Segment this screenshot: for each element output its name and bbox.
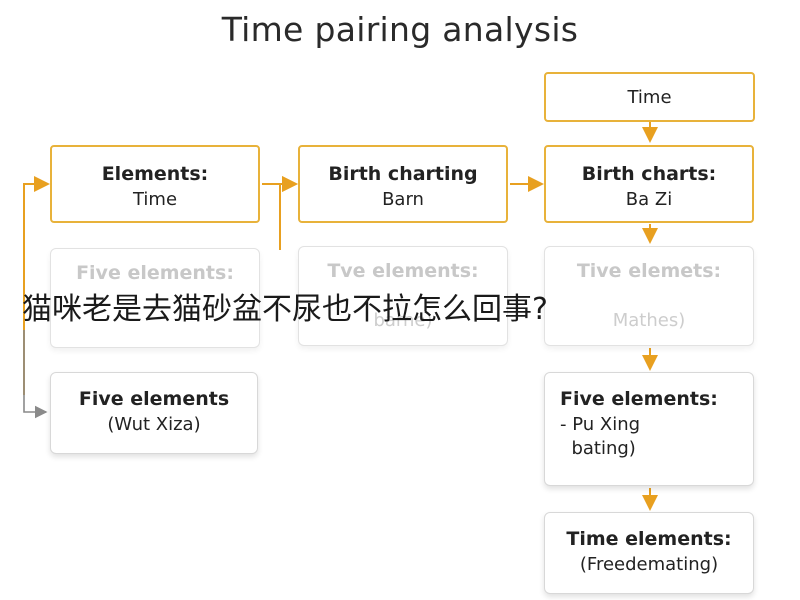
five-wut-sub: (Wut Xiza) bbox=[107, 413, 201, 435]
elements-time-box: Elements: Time bbox=[50, 145, 260, 223]
birth-charting-title: Birth charting bbox=[328, 163, 478, 185]
overlay-caption: 猫咪老是去猫砂盆不尿也不拉怎么回事? bbox=[22, 292, 548, 327]
faded-right-box: Tive elemets: Mathes) bbox=[544, 246, 754, 346]
birth-charting-box: Birth charting Barn bbox=[298, 145, 508, 223]
arrow-into-elements-time bbox=[23, 176, 50, 395]
time-elements-title: Time elements: bbox=[566, 528, 732, 550]
five-pu-title: Five elements: bbox=[560, 388, 718, 410]
birth-charts-sub: Ba Zi bbox=[625, 188, 673, 210]
time-elements-sub: (Freedemating) bbox=[579, 553, 719, 575]
five-elements-wut-box: Five elements (Wut Xiza) bbox=[50, 372, 258, 454]
birth-charting-sub: Barn bbox=[382, 188, 424, 210]
faded-right-sub: Mathes) bbox=[612, 309, 686, 331]
faded-mid-title: Tve elements: bbox=[327, 260, 479, 282]
elements-time-title: Elements: bbox=[101, 163, 209, 185]
arrow-into-five-wut bbox=[23, 330, 48, 419]
faded-mid-sub: barne) bbox=[373, 309, 433, 331]
arrow-into-birth-charting bbox=[279, 176, 298, 250]
birth-charts-box: Birth charts: Ba Zi bbox=[544, 145, 754, 223]
faded-right-title: Tive elemets: bbox=[576, 260, 722, 282]
faded-left-title: Five elements: bbox=[76, 262, 234, 284]
elements-time-sub: Time bbox=[132, 188, 178, 210]
five-elements-pu-box: Five elements: - Pu Xing bating) bbox=[544, 372, 754, 486]
faded-mid-box: Tve elements: barne) bbox=[298, 246, 508, 346]
five-wut-title: Five elements bbox=[78, 388, 230, 410]
birth-charts-title: Birth charts: bbox=[581, 163, 717, 185]
time-box: Time bbox=[544, 72, 755, 122]
diagram-title: Time pairing analysis bbox=[221, 10, 579, 49]
faded-left-box: Five elements: bbox=[50, 248, 260, 348]
time-elements-box: Time elements: (Freedemating) bbox=[544, 512, 754, 594]
five-pu-sub: - Pu Xing bating) bbox=[560, 413, 641, 459]
time-box-label: Time bbox=[627, 87, 672, 108]
